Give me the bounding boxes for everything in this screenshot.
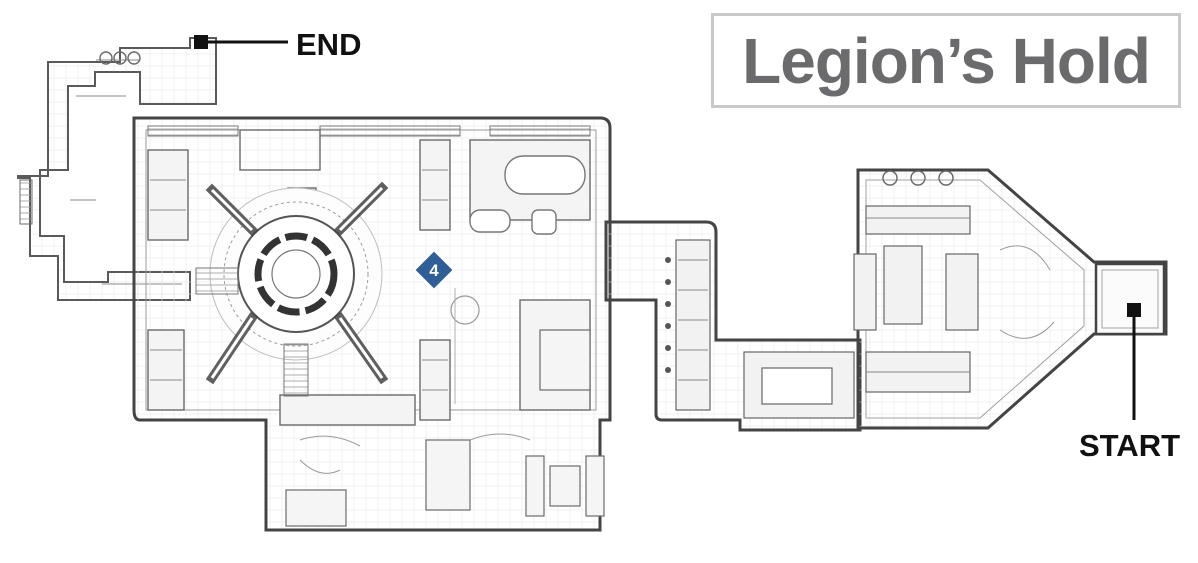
- start-label: START: [1079, 428, 1181, 463]
- map-title-box: Legion’s Hold: [711, 13, 1181, 108]
- diamond-marker-icon: [412, 248, 456, 292]
- end-callout: [194, 35, 288, 49]
- end-point-icon: [194, 35, 208, 49]
- start-point-icon: [1127, 303, 1141, 317]
- north-west-corridor: [17, 37, 217, 301]
- central-ring: [195, 181, 389, 397]
- east-connector: [604, 220, 862, 432]
- map-marker-label: 4: [429, 261, 439, 280]
- east-wing: [853, 168, 1168, 430]
- end-label: END: [296, 27, 362, 62]
- start-callout: [1127, 303, 1141, 420]
- central-hall: [132, 116, 612, 532]
- map-marker-4[interactable]: 4: [412, 248, 456, 292]
- map-title: Legion’s Hold: [742, 24, 1151, 97]
